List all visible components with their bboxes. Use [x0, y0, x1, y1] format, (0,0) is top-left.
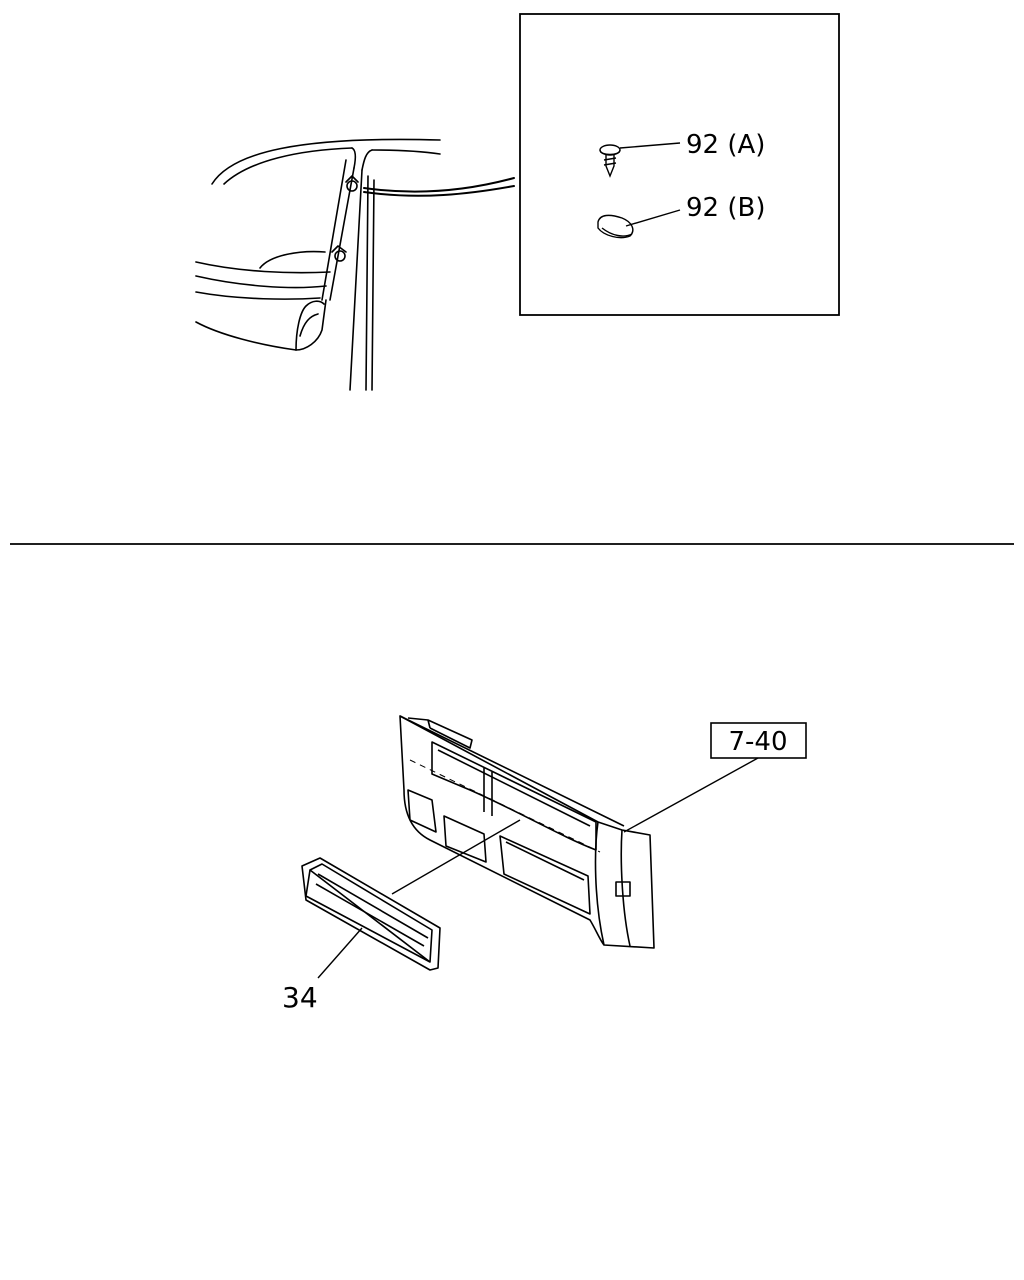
- filter-panel: [301, 857, 441, 971]
- callout-92a: 92 (A): [686, 130, 765, 160]
- cab-view: [195, 138, 515, 391]
- grille-opening-right: [499, 835, 591, 915]
- grille-outline: [399, 715, 655, 949]
- grille-assembly: [399, 715, 655, 949]
- windshield-top-outer: [211, 138, 441, 185]
- reference-box: [710, 722, 807, 759]
- cap-icon: [597, 214, 634, 239]
- grille-square: [615, 881, 631, 897]
- pillar-clip-lower: [334, 250, 346, 262]
- pillar-corner: [351, 147, 357, 169]
- pillar-clip-upper: [346, 180, 358, 192]
- detail-box: [519, 13, 840, 316]
- pillar-right: [349, 169, 363, 391]
- grille-opening-mid: [443, 815, 487, 863]
- leader-filter-grille: [391, 819, 521, 895]
- screw-icon: [599, 144, 621, 178]
- dashboard-top: [195, 261, 331, 274]
- callout-7-40: 7-40: [728, 727, 787, 757]
- callout-92b: 92 (B): [686, 193, 765, 223]
- detail-leader: [363, 177, 515, 193]
- leader-34: [317, 927, 363, 979]
- windshield-top-inner: [223, 147, 353, 185]
- callout-34: 34: [282, 981, 318, 1014]
- leader-92b: [625, 209, 681, 227]
- grille-opening-upper: [431, 741, 597, 851]
- leader-7-40: [623, 757, 759, 833]
- dashboard-face: [195, 321, 297, 351]
- grille-opening-left: [407, 789, 437, 833]
- leader-92a: [619, 142, 681, 149]
